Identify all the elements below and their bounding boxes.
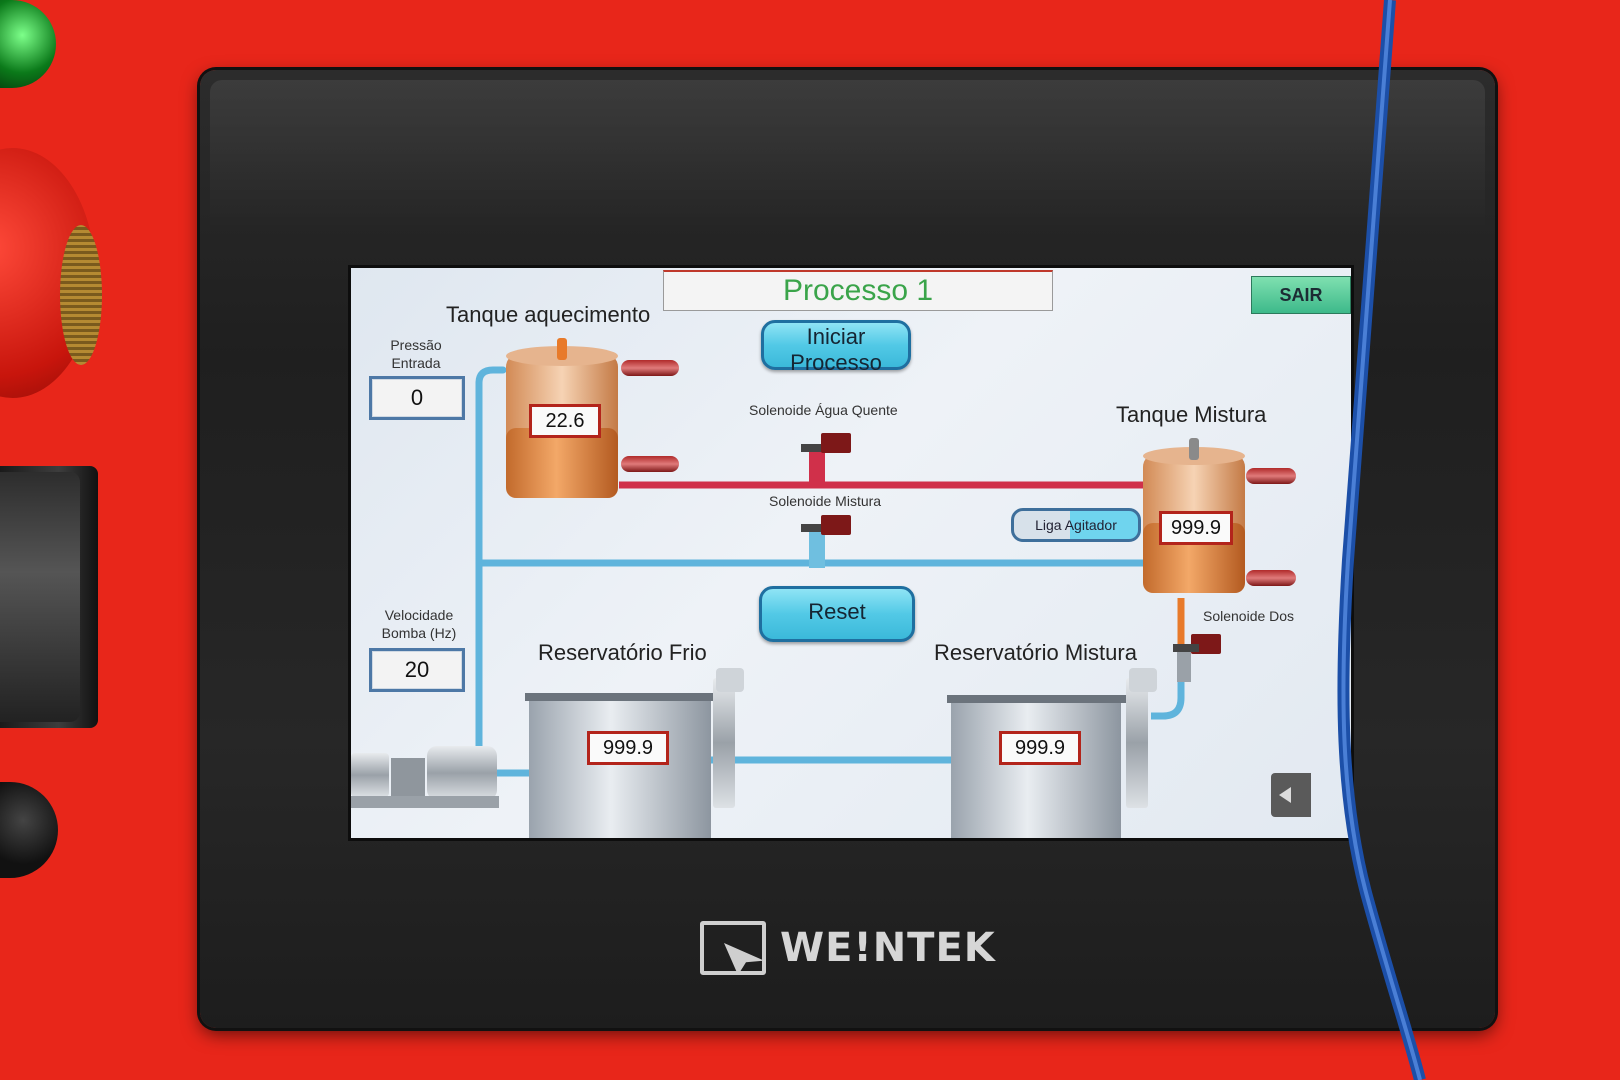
dosing-solenoid-label: Solenoide Dos xyxy=(1203,608,1295,624)
hmi-screen: Processo 1 SAIR Tanque aquecimento Tanqu… xyxy=(348,265,1354,841)
inlet-pressure-label-line1: Pressão xyxy=(390,337,442,353)
pump-motor-graphic xyxy=(351,746,499,808)
reset-button[interactable]: Reset xyxy=(759,586,915,642)
page-nav-tab[interactable] xyxy=(1271,773,1311,817)
inlet-pressure-label: Pressão Entrada xyxy=(371,336,461,372)
selector-switch-knob[interactable] xyxy=(0,472,80,722)
mixing-reservoir-display: 999.9 xyxy=(999,731,1081,765)
exit-button[interactable]: SAIR xyxy=(1251,276,1351,314)
start-process-button[interactable]: Iniciar Processo xyxy=(761,320,911,375)
pump-speed-label-line1: Velocidade xyxy=(384,607,454,623)
green-indicator-light xyxy=(0,0,56,88)
weintek-brand: WE!NTEK xyxy=(700,918,996,978)
left-arrow-icon xyxy=(1279,787,1291,803)
cold-reservoir-label: Reservatório Frio xyxy=(538,640,707,665)
inlet-pressure-input[interactable]: 0 xyxy=(369,376,465,420)
hot-water-solenoid-label: Solenoide Água Quente xyxy=(749,402,898,418)
start-process-label-line1: Iniciar xyxy=(806,324,866,349)
cold-reservoir-display: 999.9 xyxy=(587,731,669,765)
dosing-pipe xyxy=(1151,663,1185,720)
start-process-label-line2: Processo xyxy=(790,350,882,375)
pump-speed-label: Velocidade Bomba (Hz) xyxy=(369,606,469,642)
screen-title: Processo 1 xyxy=(663,270,1053,311)
emergency-stop-ring xyxy=(60,225,102,365)
bezel-glare xyxy=(210,80,1485,230)
heating-tank-label: Tanque aquecimento xyxy=(446,302,651,327)
mix-solenoid-valve xyxy=(801,515,851,568)
dosing-solenoid-valve xyxy=(1173,634,1221,682)
pump-speed-label-line2: Bomba (Hz) xyxy=(381,625,457,641)
heating-tank-temp-display: 22.6 xyxy=(529,404,601,438)
mixing-reservoir-graphic xyxy=(947,668,1157,838)
hot-water-solenoid-valve xyxy=(801,433,851,488)
mixing-tank-display: 999.9 xyxy=(1159,511,1233,545)
pump-speed-input[interactable]: 20 xyxy=(369,648,465,692)
agitator-toggle[interactable]: Liga Agitador xyxy=(1011,508,1141,542)
mixing-reservoir-label: Reservatório Mistura xyxy=(934,640,1137,665)
brand-text: WE!NTEK xyxy=(780,925,996,971)
mixing-tank-label: Tanque Mistura xyxy=(1116,402,1267,427)
inlet-pressure-label-line2: Entrada xyxy=(391,355,441,371)
mix-solenoid-label: Solenoide Mistura xyxy=(769,493,882,509)
cold-reservoir-graphic xyxy=(525,668,744,838)
weintek-logo-icon xyxy=(700,921,766,975)
black-indicator-light xyxy=(0,782,58,878)
